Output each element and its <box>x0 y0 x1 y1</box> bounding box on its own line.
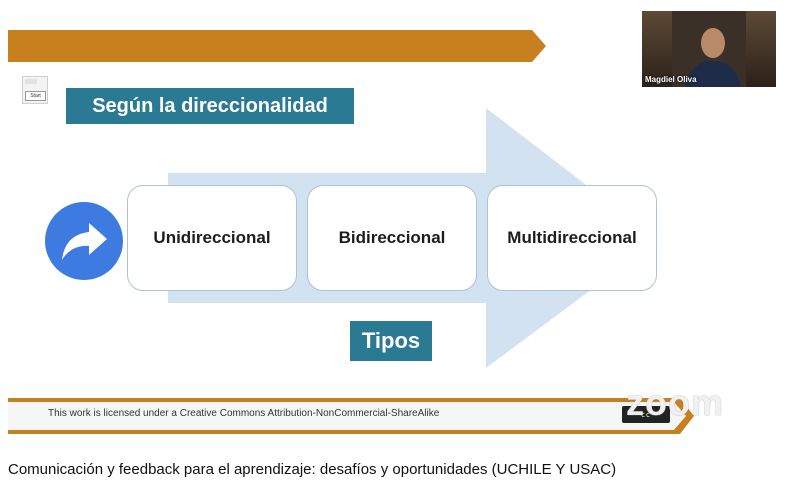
widget-bar <box>25 79 37 84</box>
participant-name: Magdiel Oliva <box>645 75 697 84</box>
type-box-unidireccional: Unidireccional <box>127 185 297 291</box>
type-label: Bidireccional <box>338 228 446 247</box>
start-button[interactable]: Start <box>25 91 46 101</box>
type-label: Unidireccional <box>153 228 271 247</box>
orange-footer-band <box>8 396 698 436</box>
zoom-watermark: zoom <box>626 382 724 423</box>
type-box-bidireccional: Bidireccional <box>307 185 477 291</box>
license-text: This work is licensed under a Creative C… <box>48 408 440 419</box>
video-frame[interactable]: Start Según la direccionalidad Unidirecc… <box>8 8 776 440</box>
type-box-multidireccional: Multidireccional <box>487 185 657 291</box>
slide-heading: Según la direccionalidad <box>66 88 354 124</box>
tipos-label: Tipos <box>350 321 432 361</box>
bookshelf <box>746 11 776 87</box>
cc-license-icon: cc <box>622 406 670 423</box>
participant-video[interactable]: Magdiel Oliva <box>642 11 776 87</box>
orange-header-band <box>8 30 548 62</box>
bookshelf <box>642 11 672 87</box>
recording-widget[interactable]: Start <box>22 76 48 104</box>
person-silhouette <box>684 28 742 87</box>
type-label: Multidireccional <box>507 228 637 247</box>
share-arrow-icon <box>45 202 123 280</box>
video-title: Comunicación y feedback para el aprendiz… <box>8 461 617 478</box>
